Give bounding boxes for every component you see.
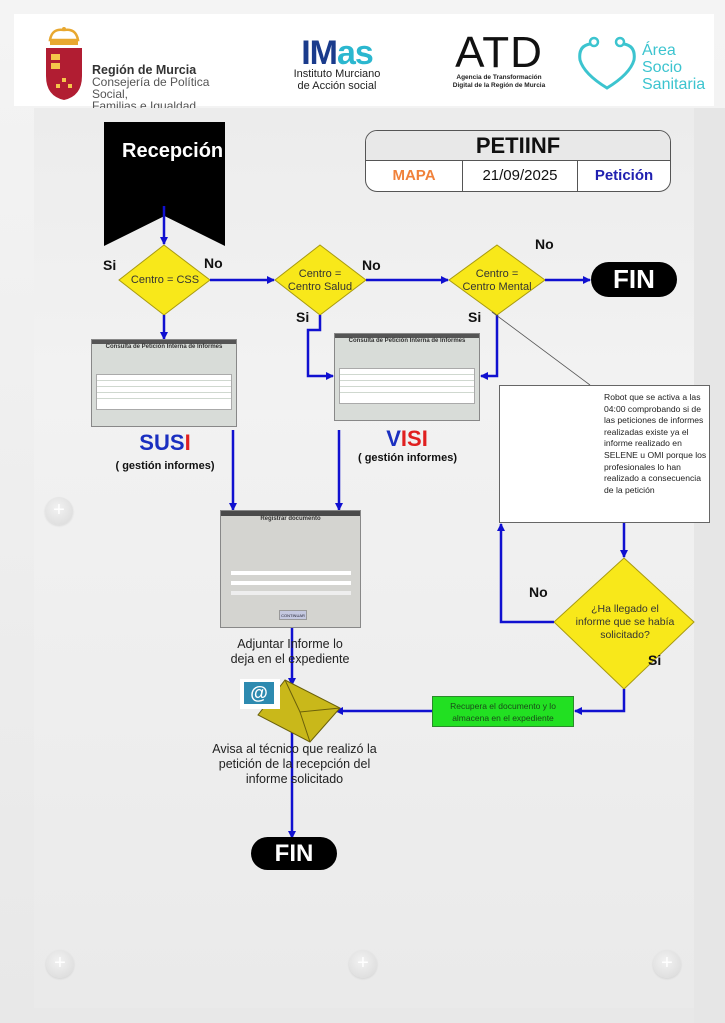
logo-imas: IMas Instituto Murciano de Acción social (282, 36, 392, 92)
retrieve-document-step: Recupera el documento y lo almacena en e… (432, 696, 574, 727)
susi-subtitle: ( gestión informes) (115, 460, 215, 472)
robot-callout-line (491, 311, 591, 386)
murcia-line2: Consejería de Política Social, (92, 75, 210, 101)
start-label: Recepción (122, 140, 224, 162)
decision-mental-text: Centro = Centro Mental (462, 268, 532, 293)
add-button-bottom-left[interactable]: + (46, 950, 74, 978)
susi-label: SUSI (139, 430, 191, 455)
decision-arrived-no: No (529, 584, 548, 600)
visi-screenshot: Consulta de Petición Interna de Informes (334, 333, 480, 421)
decision-arrived-text: ¿Ha llegado el informe que se había soli… (575, 603, 675, 641)
imas-line1: Instituto Murciano (293, 68, 381, 80)
arrow-mental-si (480, 315, 499, 380)
decision-mental-yes: Si (468, 309, 482, 325)
right-margin (694, 108, 725, 1023)
visi-subtitle: ( gestión informes) (357, 452, 457, 464)
murcia-line1: Región de Murcia (92, 63, 197, 77)
logo-area-socio-sanitaria: Área Socio Sanitaria (574, 36, 714, 96)
process-type: MAPA (366, 161, 463, 191)
decision-arrived-yes: Si (648, 652, 662, 668)
arrow-salud-si (306, 315, 334, 380)
susi-screenshot: Consulta de Petición Interna de Informes (91, 339, 237, 427)
robot-description: Robot que se activa a las 04:00 comproba… (604, 392, 707, 495)
decision-mental-no: No (535, 236, 554, 252)
process-code: PETIINF (366, 131, 670, 161)
add-button-left[interactable]: + (45, 497, 73, 525)
decision-salud-text: Centro = Centro Salud (287, 268, 353, 293)
email-stamp-icon: @ (240, 679, 280, 709)
process-date: 21/09/2025 (463, 161, 578, 191)
robot-note-box: Robot que se activa a las 04:00 comproba… (499, 385, 710, 523)
decision-css-yes: Si (103, 257, 117, 273)
diagram-canvas (34, 108, 694, 1008)
process-title-card: PETIINF MAPA 21/09/2025 Petición (365, 130, 671, 192)
logo-atd: ATD Agencia de Transformación Digital de… (452, 28, 546, 90)
notify-caption: Avisa al técnico que realizó la petición… (212, 742, 377, 786)
continuar-button: CONTINUAR (279, 610, 307, 620)
logo-region-murcia: Región de Murcia Consejería de Política … (42, 26, 242, 112)
rpa-badge: RPA (540, 443, 560, 453)
process-category: Petición (594, 167, 654, 184)
decision-css-no: No (204, 255, 223, 271)
attach-caption: Adjuntar Informe lo deja en el expedient… (230, 637, 350, 666)
arrow-decision-si (574, 689, 626, 715)
coat-of-arms-icon (46, 27, 82, 100)
end-node-bottom: FIN (251, 837, 337, 870)
decision-salud-yes: Si (296, 309, 310, 325)
decision-salud-no: No (362, 257, 381, 273)
visi-label: VISI (386, 426, 428, 451)
stethoscope-heart-icon (578, 36, 636, 90)
arrow-decision-no-loop (497, 523, 554, 624)
register-document-screenshot: Registrar documento CONTINUAR (220, 510, 361, 628)
imas-line2: de Acción social (297, 80, 377, 92)
header-logos: Región de Murcia Consejería de Política … (14, 14, 714, 112)
add-button-bottom-right[interactable]: + (653, 950, 681, 978)
svg-text:@: @ (250, 683, 268, 703)
add-button-bottom-center[interactable]: + (349, 950, 377, 978)
start-banner-shape (104, 122, 225, 246)
decision-css-text: Centro = CSS (130, 274, 200, 286)
end-node-top: FIN (591, 262, 677, 297)
